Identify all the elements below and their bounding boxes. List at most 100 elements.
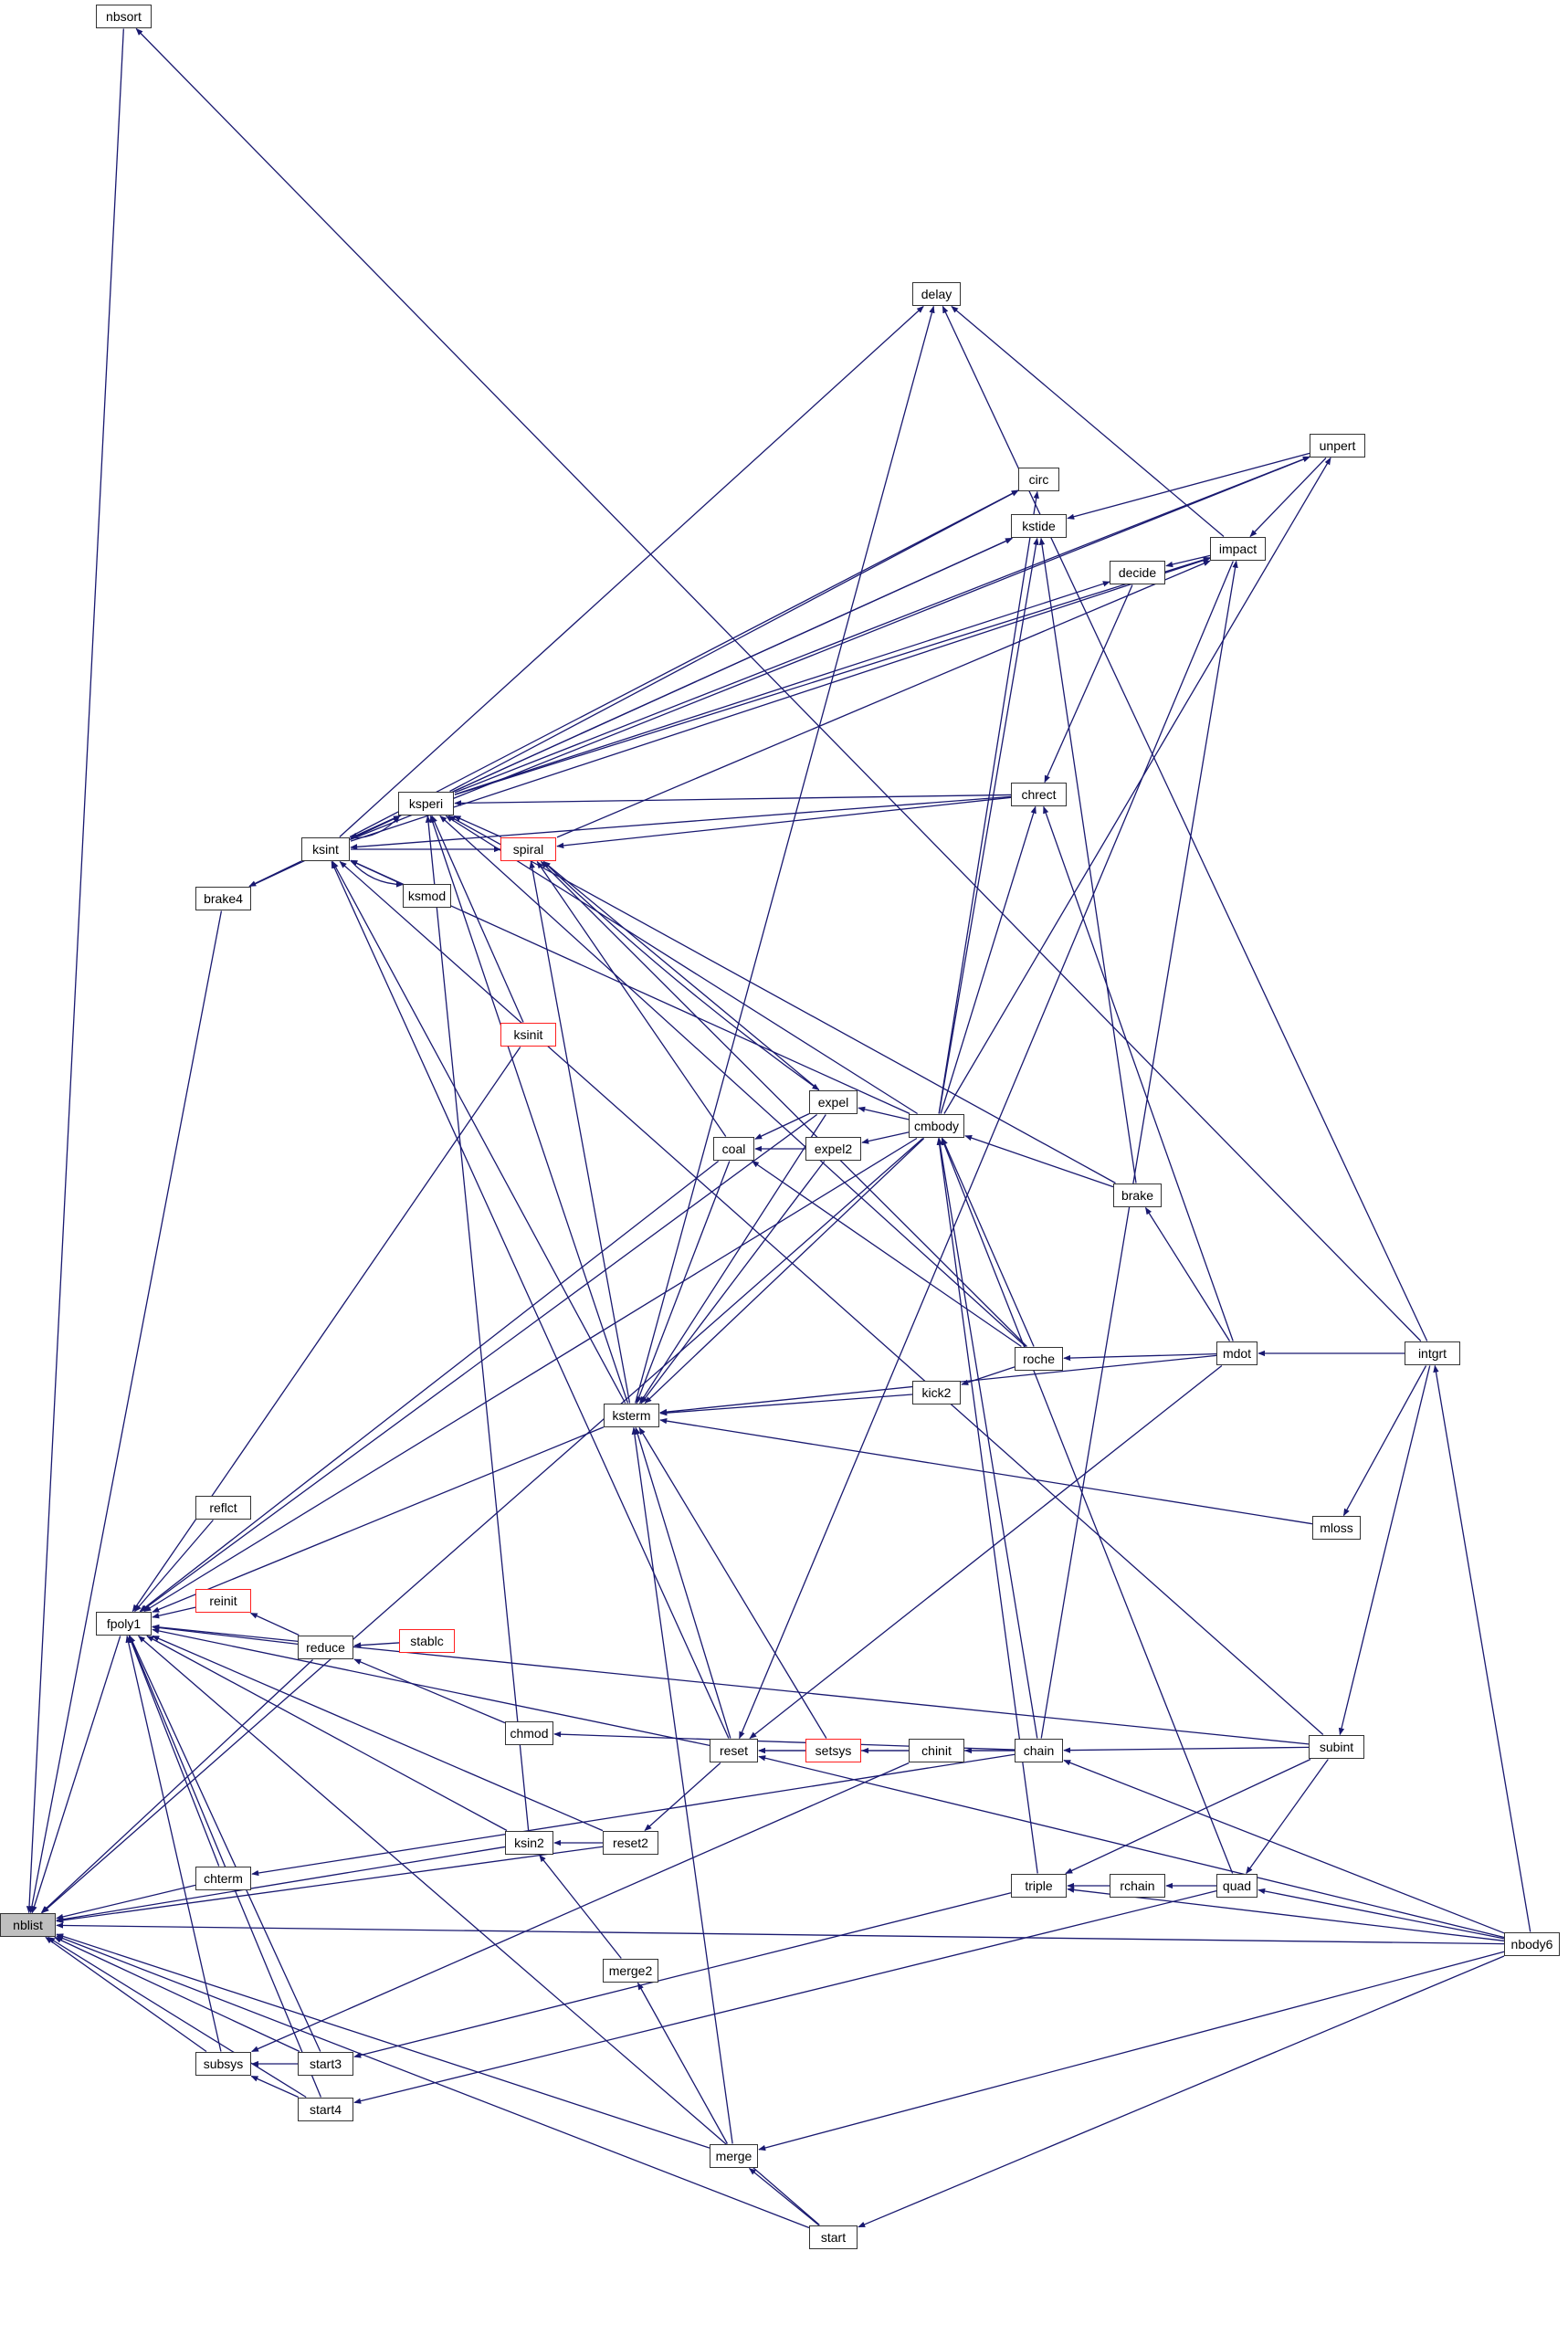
edge-subint-to-quad xyxy=(1246,1759,1329,1875)
node-start[interactable]: start xyxy=(809,2225,858,2249)
edge-intgrt-to-subint xyxy=(1338,1365,1431,1736)
edge-subint-to-triple xyxy=(1065,1758,1311,1875)
node-expel[interactable]: expel xyxy=(809,1089,858,1114)
node-merge2[interactable]: merge2 xyxy=(603,1958,658,1983)
node-stablc[interactable]: stablc xyxy=(399,1628,455,1653)
node-ksint[interactable]: ksint xyxy=(301,836,350,861)
edge-stablc-to-reduce xyxy=(353,1642,400,1648)
edge-nbody6-to-reset xyxy=(758,1755,1505,1939)
edge-ksperi-to-circ xyxy=(449,489,1019,793)
node-reset[interactable]: reset xyxy=(710,1738,758,1762)
node-triple[interactable]: triple xyxy=(1011,1873,1067,1898)
node-chain[interactable]: chain xyxy=(1015,1738,1063,1762)
edge-subsys-to-nblist xyxy=(45,1936,207,2053)
edge-expel-to-fpoly1 xyxy=(140,1113,818,1613)
edge-cmbody-to-fpoly1 xyxy=(143,1137,918,1613)
edge-cmbody-to-circ xyxy=(938,490,1039,1114)
node-merge[interactable]: merge xyxy=(710,2143,758,2168)
edge-ksin2-to-nblist xyxy=(56,1846,506,1922)
edge-ksperi-to-decide xyxy=(454,581,1110,795)
edge-brake-to-kstide xyxy=(1038,537,1137,1184)
node-reinit[interactable]: reinit xyxy=(195,1588,251,1613)
edge-nbody6-to-start xyxy=(858,1955,1505,2228)
edge-reduce-to-fpoly1 xyxy=(152,1625,299,1645)
node-kick2[interactable]: kick2 xyxy=(912,1380,961,1404)
edge-reset2-to-fpoly1 xyxy=(152,1635,604,1832)
node-chinit[interactable]: chinit xyxy=(909,1738,964,1762)
edge-merge-to-ksterm xyxy=(631,1426,733,2144)
node-reflct[interactable]: reflct xyxy=(195,1495,251,1520)
node-chrect[interactable]: chrect xyxy=(1011,782,1067,806)
node-coal[interactable]: coal xyxy=(713,1136,754,1161)
edge-unpert-to-kstide xyxy=(1067,452,1310,520)
edge-quad-to-cmbody xyxy=(941,1137,1234,1874)
node-ksinit[interactable]: ksinit xyxy=(500,1022,556,1047)
node-circ[interactable]: circ xyxy=(1018,467,1059,491)
edge-spiral-to-impact xyxy=(556,560,1211,838)
edge-cmbody-to-unpert xyxy=(943,457,1331,1114)
node-mdot[interactable]: mdot xyxy=(1216,1341,1258,1365)
edge-expel2-to-ksterm xyxy=(640,1161,826,1404)
node-expel2[interactable]: expel2 xyxy=(805,1136,861,1161)
node-rchain[interactable]: rchain xyxy=(1110,1873,1165,1898)
edge-mdot-to-reset xyxy=(749,1364,1223,1740)
edge-roche-to-cmbody xyxy=(942,1137,1035,1347)
node-impact[interactable]: impact xyxy=(1210,536,1266,561)
node-setsys[interactable]: setsys xyxy=(805,1738,861,1762)
edge-reinit-to-fpoly1 xyxy=(152,1606,196,1619)
edge-reset2-to-nblist xyxy=(56,1846,604,1923)
node-cmbody[interactable]: cmbody xyxy=(909,1113,964,1138)
edge-cmbody-to-kstide xyxy=(938,537,1039,1114)
node-reset2[interactable]: reset2 xyxy=(603,1830,658,1855)
edge-cmbody-to-nblist xyxy=(41,1138,924,1914)
edge-ksterm-to-ksperi xyxy=(429,815,629,1404)
node-quad[interactable]: quad xyxy=(1216,1873,1258,1898)
node-delay[interactable]: delay xyxy=(912,281,961,306)
edge-nbody6-to-chain xyxy=(1063,1759,1505,1934)
node-subsys[interactable]: subsys xyxy=(195,2051,251,2076)
node-start3[interactable]: start3 xyxy=(298,2051,353,2076)
node-ksmod[interactable]: ksmod xyxy=(403,883,451,908)
node-start4[interactable]: start4 xyxy=(298,2097,353,2121)
edge-mloss-to-ksterm xyxy=(659,1417,1313,1525)
edge-ksin2-to-ksperi xyxy=(425,815,530,1831)
node-decide[interactable]: decide xyxy=(1110,560,1165,584)
node-intgrt[interactable]: intgrt xyxy=(1405,1341,1460,1365)
edge-impact-to-decide xyxy=(1165,554,1211,568)
node-spiral[interactable]: spiral xyxy=(500,836,556,861)
edge-quad-to-start4 xyxy=(353,1890,1217,2104)
edge-ksint-to-delay xyxy=(339,305,924,837)
node-nbsort[interactable]: nbsort xyxy=(96,4,152,28)
edge-ksterm-to-ksint xyxy=(331,860,626,1404)
edge-chrect-to-spiral xyxy=(556,796,1012,849)
edge-nbody6-to-nblist xyxy=(56,1922,1505,1945)
node-brake4[interactable]: brake4 xyxy=(195,886,251,910)
edge-start-to-merge xyxy=(748,2167,819,2226)
edge-start4-to-subsys xyxy=(250,2075,300,2099)
node-reduce[interactable]: reduce xyxy=(298,1635,353,1659)
node-kstide[interactable]: kstide xyxy=(1011,513,1067,538)
node-brake[interactable]: brake xyxy=(1113,1183,1162,1207)
node-mloss[interactable]: mloss xyxy=(1312,1515,1361,1540)
node-chmod[interactable]: chmod xyxy=(505,1720,553,1745)
node-fpoly1[interactable]: fpoly1 xyxy=(96,1611,152,1636)
edge-intgrt-to-nbsort xyxy=(135,27,1422,1341)
node-ksin2[interactable]: ksin2 xyxy=(505,1830,553,1855)
node-subint[interactable]: subint xyxy=(1309,1734,1364,1759)
edge-chmod-to-reduce xyxy=(353,1658,506,1724)
node-nbody6[interactable]: nbody6 xyxy=(1504,1931,1560,1956)
node-chterm[interactable]: chterm xyxy=(195,1866,251,1890)
node-roche[interactable]: roche xyxy=(1015,1346,1063,1371)
node-ksperi[interactable]: ksperi xyxy=(398,791,454,815)
edge-reset-to-ksint xyxy=(331,860,730,1739)
edge-nbody6-to-merge xyxy=(758,1951,1505,2151)
edge-subint-to-chain xyxy=(1063,1746,1310,1753)
edge-ksterm-to-fpoly1 xyxy=(152,1426,605,1613)
edge-roche-to-ksperi xyxy=(439,815,1026,1347)
node-nblist[interactable]: nblist xyxy=(0,1912,56,1937)
edge-ksint-to-impact xyxy=(350,557,1211,842)
node-ksterm[interactable]: ksterm xyxy=(604,1403,659,1427)
node-unpert[interactable]: unpert xyxy=(1310,433,1365,458)
edge-ksterm-to-spiral xyxy=(529,860,631,1404)
edge-mdot-to-chrect xyxy=(1043,805,1234,1341)
